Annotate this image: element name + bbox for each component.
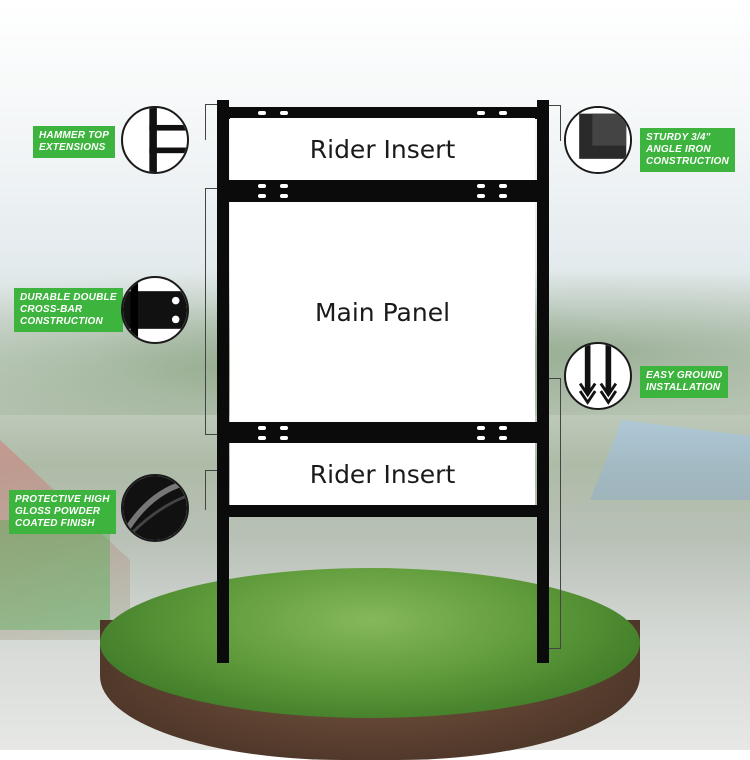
bolt-hole: [477, 426, 485, 430]
connector-line: [205, 188, 206, 435]
bolt-hole: [280, 426, 288, 430]
connector-line: [560, 105, 561, 141]
connector-line: [205, 188, 217, 189]
callout-hammer-top: HAMMER TOP EXTENSIONS: [33, 126, 116, 158]
callout-double-crossbar: DURABLE DOUBLE CROSS-BAR CONSTRUCTION: [14, 288, 123, 332]
angle-iron-icon: [564, 106, 632, 174]
callout-line: CONSTRUCTION: [20, 316, 103, 327]
connector-line: [549, 105, 561, 106]
callout-line: CROSS-BAR: [20, 304, 83, 315]
connector-line: [205, 104, 217, 105]
bolt-hole: [499, 184, 507, 188]
bolt-hole: [258, 184, 266, 188]
callout-line: HAMMER TOP: [39, 130, 110, 141]
connector-line: [205, 104, 206, 140]
callout-line: PROTECTIVE HIGH: [15, 494, 110, 505]
left-post: [217, 100, 229, 663]
connector-line: [549, 648, 561, 649]
crossbar-icon: [121, 276, 189, 344]
callout-powder-coat: PROTECTIVE HIGH GLOSS POWDER COATED FINI…: [9, 490, 116, 534]
bolt-hole: [280, 436, 288, 440]
bolt-hole: [258, 436, 266, 440]
bolt-hole: [477, 184, 485, 188]
bolt-hole: [499, 426, 507, 430]
callout-line: GLOSS POWDER: [15, 506, 101, 517]
bolt-hole: [258, 111, 266, 115]
connector-line: [560, 378, 561, 648]
bolt-hole: [499, 111, 507, 115]
callout-line: CONSTRUCTION: [646, 156, 729, 167]
callout-line: DURABLE DOUBLE: [20, 292, 117, 303]
callout-line: INSTALLATION: [646, 382, 721, 393]
bolt-hole: [499, 194, 507, 198]
rider-insert-top: Rider Insert: [230, 118, 535, 180]
bolt-hole: [477, 194, 485, 198]
hammer-top-icon: [121, 106, 189, 174]
bolt-hole: [258, 194, 266, 198]
bolt-hole: [280, 111, 288, 115]
callout-line: COATED FINISH: [15, 518, 95, 529]
callout-ground-install: EASY GROUND INSTALLATION: [640, 366, 729, 398]
ground-stake-icon: [564, 342, 632, 410]
bolt-hole: [477, 436, 485, 440]
background-tent-right: [590, 420, 750, 500]
bolt-hole: [280, 184, 288, 188]
bolt-hole: [477, 111, 485, 115]
background-foliage: [0, 520, 110, 630]
bottom-bar: [217, 505, 549, 517]
connector-line: [205, 470, 217, 471]
powder-coat-icon: [121, 474, 189, 542]
callout-line: EXTENSIONS: [39, 142, 106, 153]
right-post: [537, 100, 549, 663]
rider-insert-bottom: Rider Insert: [230, 443, 535, 505]
bolt-hole: [258, 426, 266, 430]
callout-line: ANGLE IRON: [646, 144, 711, 155]
bolt-hole: [499, 436, 507, 440]
main-panel: Main Panel: [230, 202, 535, 422]
callout-line: EASY GROUND: [646, 370, 723, 381]
callout-angle-iron: STURDY 3/4" ANGLE IRON CONSTRUCTION: [640, 128, 735, 172]
crossbar-2: [217, 422, 549, 443]
top-bar: [217, 107, 549, 119]
crossbar-1: [217, 180, 549, 202]
connector-line: [205, 434, 217, 435]
callout-line: STURDY 3/4": [646, 132, 711, 143]
bolt-hole: [280, 194, 288, 198]
connector-line: [205, 470, 206, 510]
connector-line: [549, 378, 561, 379]
grass-mound: [100, 568, 640, 718]
